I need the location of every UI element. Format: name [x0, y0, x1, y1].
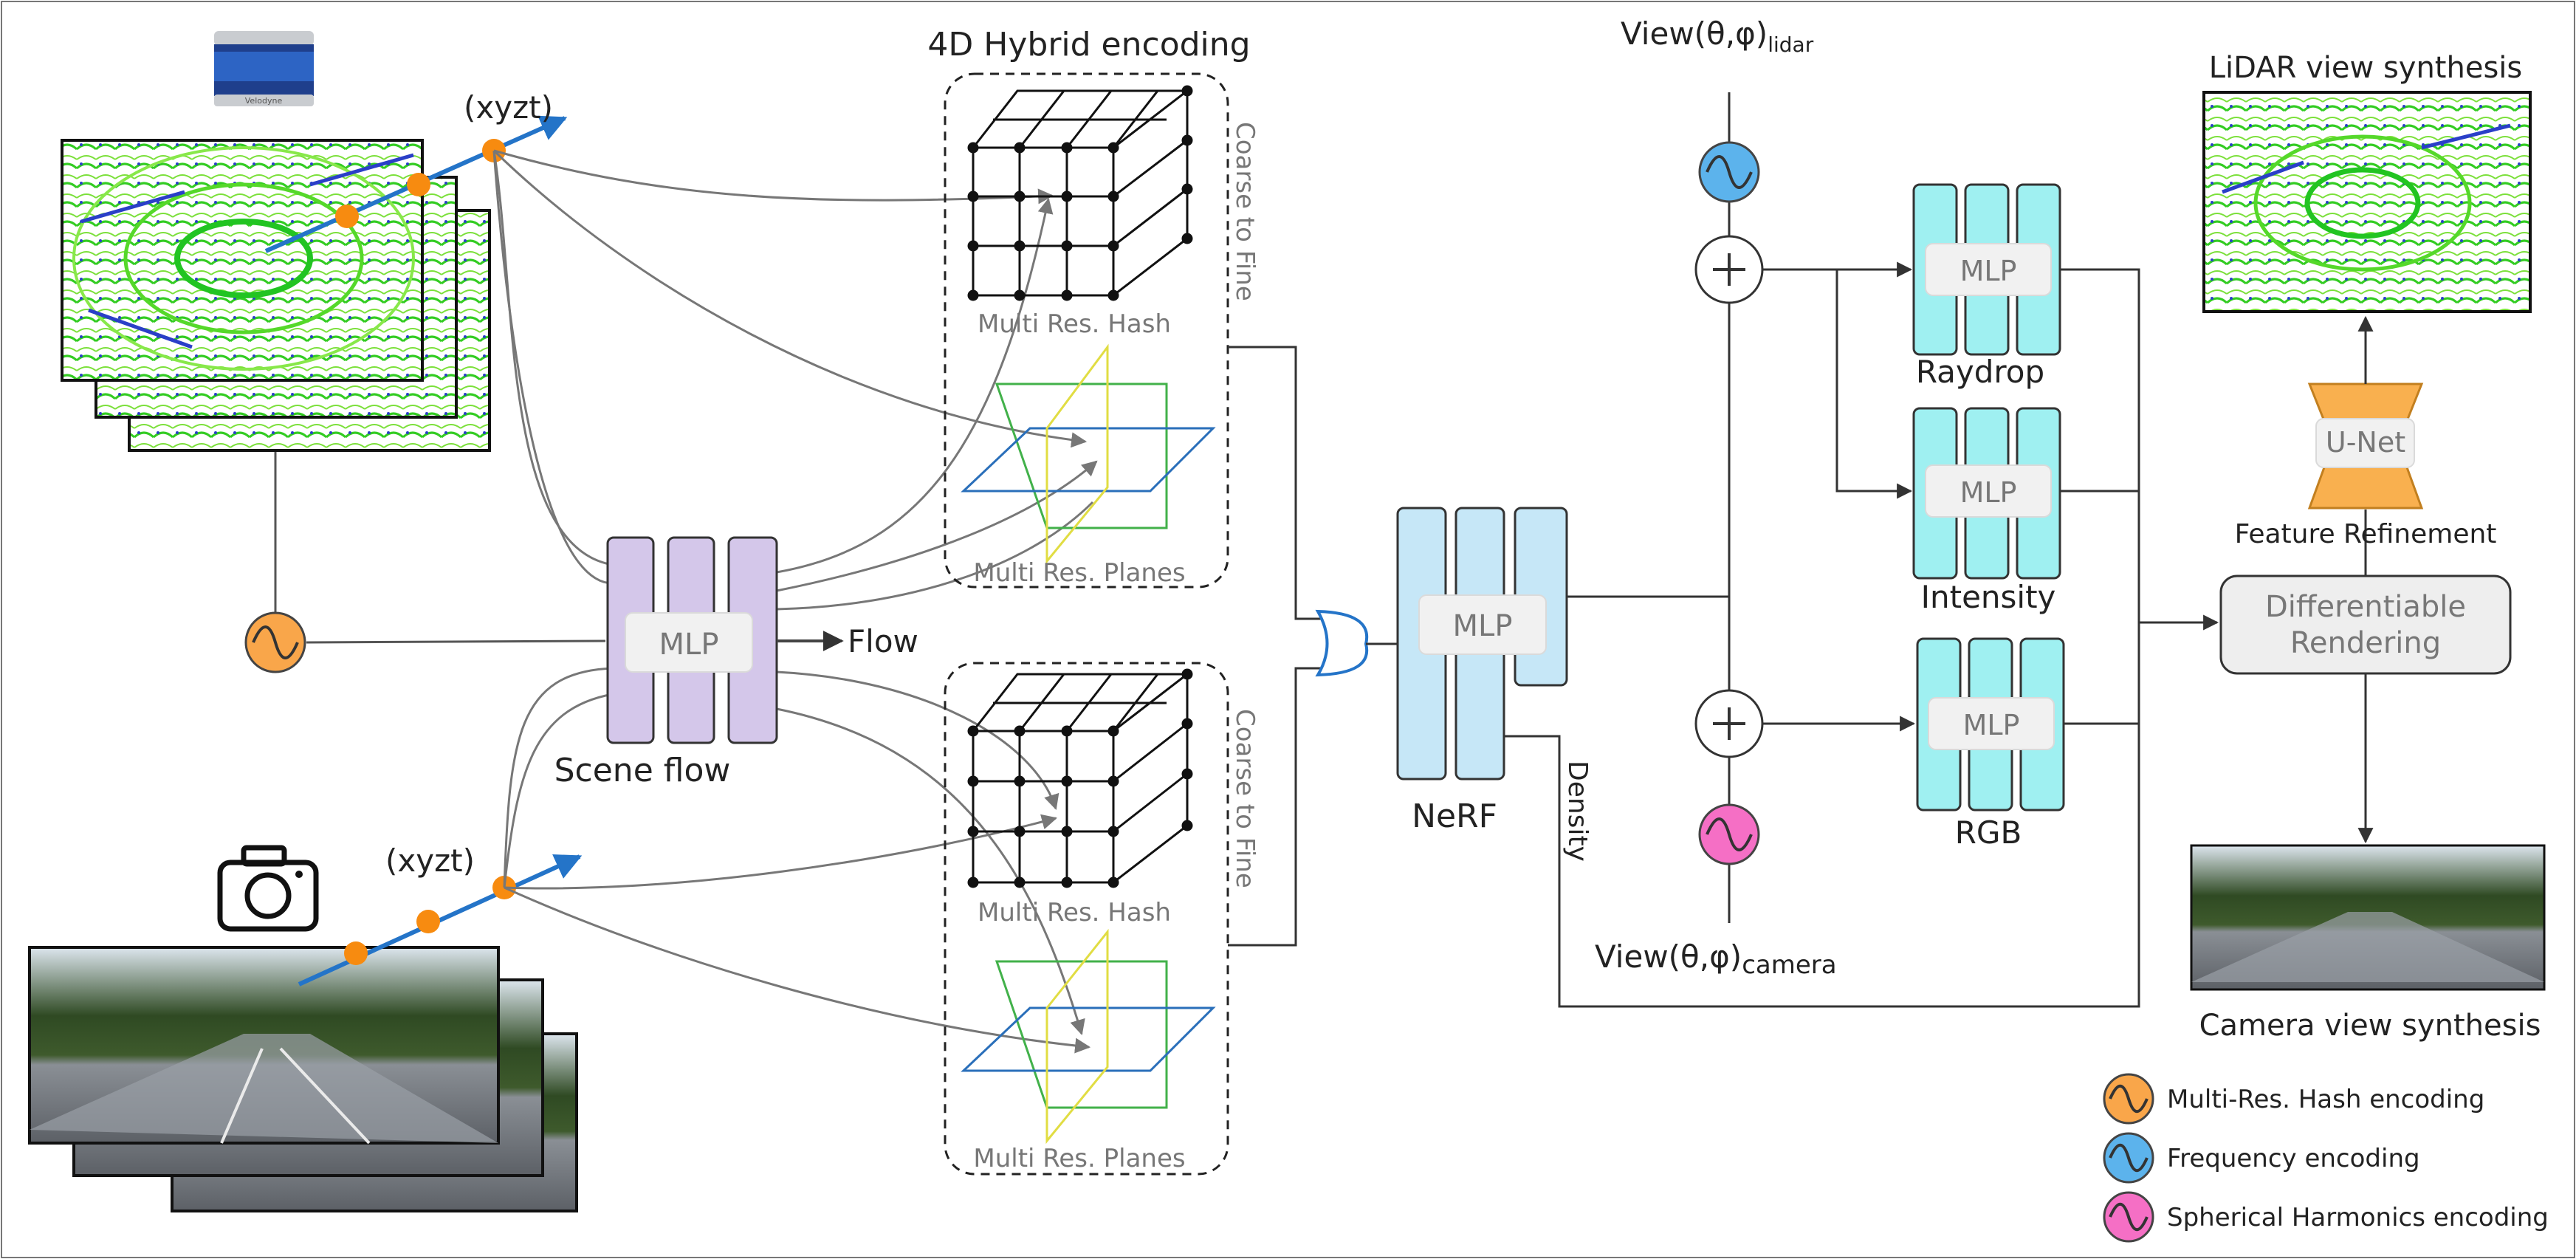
bottom-side-label: Coarse to Fine [1230, 709, 1260, 888]
concat-gate-icon [1315, 609, 1369, 677]
sample-point [344, 941, 368, 965]
raydrop-mlp-label: MLP [1960, 255, 2017, 287]
hash-grid-icon [967, 85, 1193, 301]
flow-label: Flow [848, 623, 918, 659]
rgb-head: MLP [1916, 637, 2065, 812]
legend-label: Spherical Harmonics encoding [2167, 1203, 2549, 1232]
camera-connectors [503, 667, 1091, 1054]
camera-icon [217, 845, 319, 932]
sample-point [407, 173, 430, 196]
top-planes-label: Multi Res. Planes [973, 558, 1185, 588]
feature-refinement-label: Feature Refinement [2235, 519, 2497, 549]
intensity-label: Intensity [1921, 579, 2056, 615]
sample-point [335, 205, 359, 228]
lidar-frequency-encoding-icon [1698, 141, 1760, 203]
nerf-mlp-label: MLP [1453, 609, 1513, 643]
rgb-label: RGB [1955, 814, 2022, 851]
legend-label: Frequency encoding [2167, 1144, 2420, 1173]
legend-item-sh: Spherical Harmonics encoding [2103, 1191, 2549, 1243]
intensity-mlp-label: MLP [1960, 476, 2017, 509]
camera-input-stack [28, 946, 578, 1212]
top-encoding-box: Multi Res. Hash Multi Res. Planes Coarse… [944, 72, 1260, 589]
lidar-sensor-icon: Velodyne [214, 31, 314, 106]
lidar-cloud-swirl [72, 146, 415, 371]
unet-block: U-Net [2307, 382, 2424, 510]
unet-label: U-Net [2326, 426, 2405, 459]
scene-flow-label: Scene flow [554, 752, 731, 789]
nerf-mlp: MLP [1396, 507, 1568, 781]
lidar-input-stack [61, 139, 491, 452]
hash-grid-icon [967, 668, 1193, 888]
bottom-encoding-box: Multi Res. Hash Multi Res. Planes Coarse… [944, 662, 1260, 1176]
rendering-line2: Rendering [2290, 626, 2441, 660]
intensity-head: MLP [1912, 407, 2061, 580]
lidar-coord-label: (xyzt) [464, 89, 553, 126]
time-hash-encoding-icon [244, 611, 306, 673]
raydrop-label: Raydrop [1916, 354, 2044, 390]
nerf-label: NeRF [1412, 797, 1497, 835]
lidar-output-image [2202, 91, 2532, 313]
scene-flow-mlp-label: MLP [659, 628, 719, 662]
planes-icon [961, 928, 1216, 1145]
view-lidar-label: View(θ,φ)lidar [1621, 16, 1814, 57]
differentiable-rendering-box: Differentiable Rendering [2219, 574, 2512, 675]
legend-item-hash: Multi-Res. Hash encoding [2103, 1073, 2484, 1125]
legend: Multi-Res. Hash encoding Frequency encod… [2103, 1073, 2549, 1243]
bottom-hash-label: Multi Res. Hash [978, 898, 1171, 927]
camera-output-image [2190, 844, 2546, 991]
camera-ray [298, 854, 583, 987]
camera-sh-encoding-icon [1698, 803, 1760, 865]
top-side-label: Coarse to Fine [1230, 122, 1260, 301]
scene-flow-mlp: MLP [606, 536, 778, 744]
planes-icon [961, 343, 1216, 565]
velodyne-text: Velodyne [245, 96, 283, 106]
density-label: Density [1562, 761, 1593, 862]
sample-point [416, 910, 440, 933]
raydrop-head: MLP [1912, 183, 2061, 356]
lidar-output-label: LiDAR view synthesis [2209, 51, 2523, 85]
add-op-camera [1694, 689, 1764, 758]
view-camera-label: View(θ,φ)camera [1595, 939, 1837, 980]
bottom-planes-label: Multi Res. Planes [973, 1144, 1185, 1173]
diagram-title: 4D Hybrid encoding [927, 26, 1250, 64]
lidar-frame-front [61, 139, 424, 382]
rendering-line1: Differentiable [2265, 590, 2466, 624]
camera-coord-label: (xyzt) [385, 843, 475, 879]
top-hash-label: Multi Res. Hash [978, 309, 1171, 339]
lidar-connectors [492, 149, 1088, 585]
legend-label: Multi-Res. Hash encoding [2167, 1085, 2484, 1114]
rgb-mlp-label: MLP [1963, 709, 2020, 741]
add-op-lidar [1694, 235, 1764, 304]
legend-item-frequency: Frequency encoding [2103, 1132, 2420, 1184]
camera-output-label: Camera view synthesis [2199, 1009, 2541, 1043]
